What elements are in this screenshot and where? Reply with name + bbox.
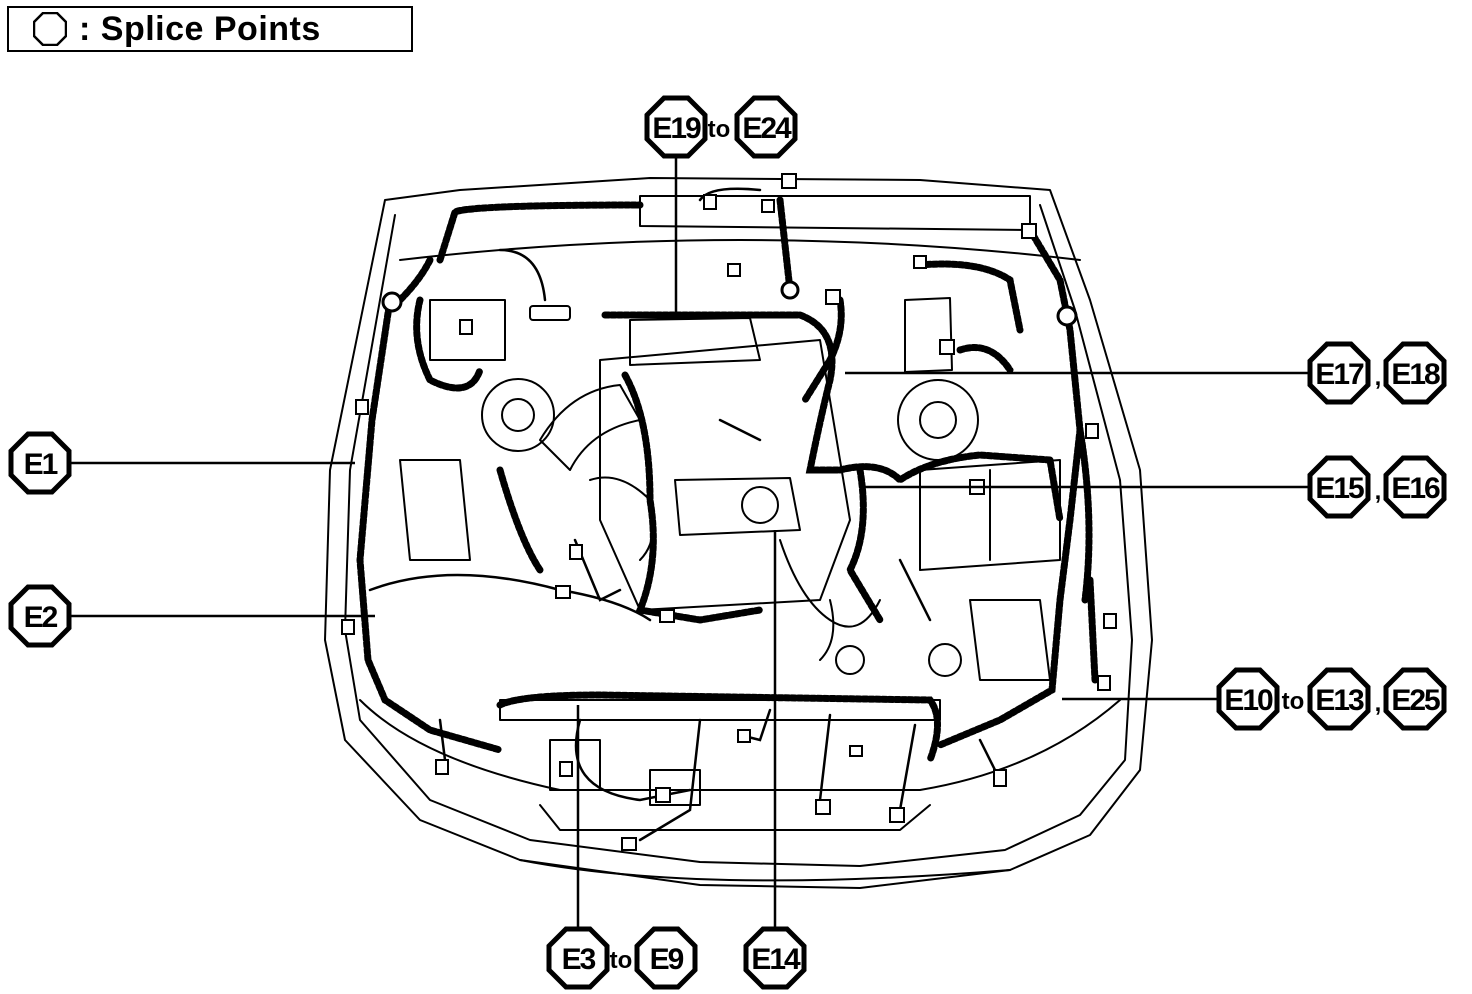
splice-e17-label: E17 <box>1315 358 1364 391</box>
splice-e15-label: E15 <box>1315 472 1364 505</box>
splice-e1-label: E1 <box>24 448 58 481</box>
splice-e2: E2 <box>8 584 72 648</box>
legend-box: : Splice Points <box>7 6 413 52</box>
splice-e15: E15 <box>1307 455 1371 519</box>
wire-harness <box>356 187 1099 842</box>
separator-comma: , <box>1375 690 1382 717</box>
splice-e25: E25 <box>1383 667 1447 731</box>
splice-e13-label: E13 <box>1315 684 1364 717</box>
separator-to: to <box>1282 688 1305 715</box>
leader-lines <box>70 158 1310 928</box>
separator-to: to <box>610 947 633 974</box>
splice-e16-label: E16 <box>1391 472 1440 505</box>
splice-e3: E3 <box>546 926 610 990</box>
splice-e3-label: E3 <box>562 943 596 976</box>
splice-e1: E1 <box>8 431 72 495</box>
callouts: E19 to E24 E17 , E18 E1 E15 , E1 <box>8 95 1447 990</box>
splice-e17: E17 <box>1307 341 1371 405</box>
connectors <box>341 173 1117 851</box>
splice-e16: E16 <box>1383 455 1447 519</box>
separator-comma: , <box>1375 364 1382 391</box>
splice-e19: E19 <box>644 95 708 159</box>
splice-e18: E18 <box>1383 341 1447 405</box>
splice-e10-label: E10 <box>1224 684 1273 717</box>
splice-e24-label: E24 <box>742 112 792 145</box>
splice-e24: E24 <box>734 95 798 159</box>
separator-to: to <box>708 116 731 143</box>
splice-e14: E14 <box>743 926 807 990</box>
splice-e9-label: E9 <box>650 943 684 976</box>
splice-e14-label: E14 <box>751 943 801 976</box>
legend-text: : Splice Points <box>79 9 321 48</box>
splice-e19-label: E19 <box>652 112 701 145</box>
splice-e2-label: E2 <box>24 601 58 634</box>
splice-e9: E9 <box>634 926 698 990</box>
separator-comma: , <box>1375 478 1382 505</box>
splice-e18-label: E18 <box>1391 358 1440 391</box>
splice-e25-label: E25 <box>1391 684 1440 717</box>
splice-e10: E10 <box>1216 667 1280 731</box>
engine-drawing <box>324 177 1153 889</box>
octagon-icon <box>33 12 67 46</box>
splice-e13: E13 <box>1307 667 1371 731</box>
